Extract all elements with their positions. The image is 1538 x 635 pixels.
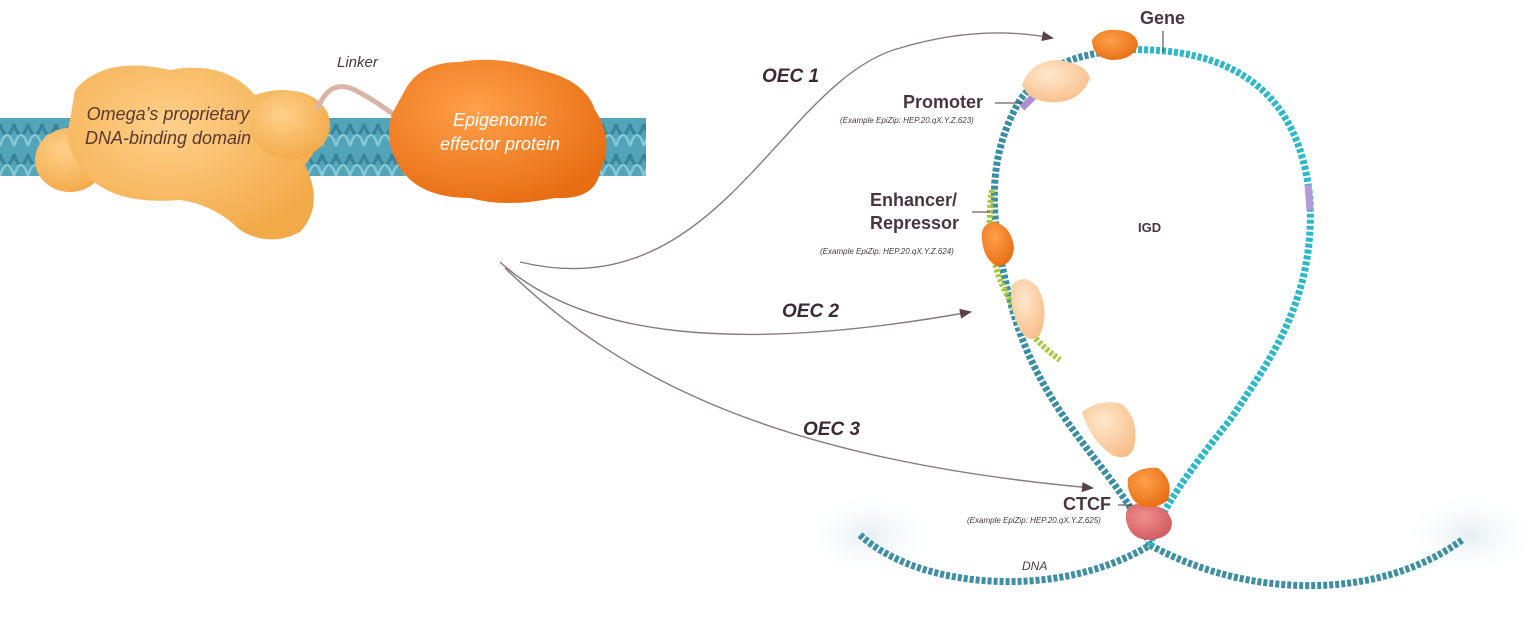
igd-label: IGD: [1138, 220, 1162, 235]
ctcf-protein: [1125, 504, 1172, 540]
effector-protein: [388, 59, 607, 203]
dna-base-strand-right: [1148, 537, 1465, 590]
ctcf-example: (Example EpiZip: HEP.20.qX.Y.Z.625): [967, 516, 1101, 525]
dna-label: DNA: [1022, 559, 1048, 573]
enhancer-example: (Example EpiZip: HEP.20.qX.Y.Z.624): [820, 247, 954, 256]
enhancer-green-segment: [986, 189, 1062, 363]
linker-label: Linker: [337, 54, 378, 71]
promoter-example: (Example EpiZip: HEP.20.qX.Y.Z.623): [840, 116, 974, 125]
dna-binding-domain: [35, 65, 330, 240]
mid-cream-protein: [1082, 402, 1136, 458]
promoter-protein: [1022, 60, 1090, 103]
loop-strand-right: [1119, 46, 1314, 546]
gene-label: Gene: [1140, 8, 1186, 28]
oec3-arrow: [504, 267, 1094, 493]
oec3-label: OEC 3: [803, 419, 861, 440]
oec2-arrow: [499, 261, 972, 336]
linker-strand: [315, 84, 401, 121]
dna-base-strand-left: [857, 532, 1152, 586]
enhancer-line2: Repressor: [870, 213, 960, 233]
effector-line2: effector protein: [439, 134, 561, 154]
oec-arrows: [499, 31, 1094, 493]
promoter-label: Promoter: [903, 92, 984, 112]
fog-left: [800, 490, 940, 580]
oec1-label: OEC 1: [762, 66, 820, 87]
enhancer-line1: Enhancer/: [870, 190, 958, 210]
purple-segment-right: [1304, 184, 1314, 211]
oec2-label: OEC 2: [782, 301, 840, 322]
binding-domain-label: Omega’s proprietary DNA-binding domain: [68, 102, 268, 150]
ctcf-label: CTCF: [1063, 494, 1111, 514]
enhancer-protein: [981, 222, 1014, 266]
binding-domain-line1: Omega’s proprietary: [86, 104, 250, 124]
oec1-arrow: [519, 31, 1054, 270]
gene-protein: [1092, 29, 1138, 60]
effector-line1: Epigenomic: [452, 110, 548, 130]
dna-loop: [800, 29, 1538, 590]
enhancer-cream-protein: [1011, 279, 1045, 339]
enhancer-label: Enhancer/ Repressor: [870, 189, 959, 235]
ctcf-effector-protein: [1127, 467, 1170, 508]
effector-label: Epigenomic effector protein: [420, 108, 580, 156]
binding-domain-line2: DNA-binding domain: [84, 128, 252, 148]
